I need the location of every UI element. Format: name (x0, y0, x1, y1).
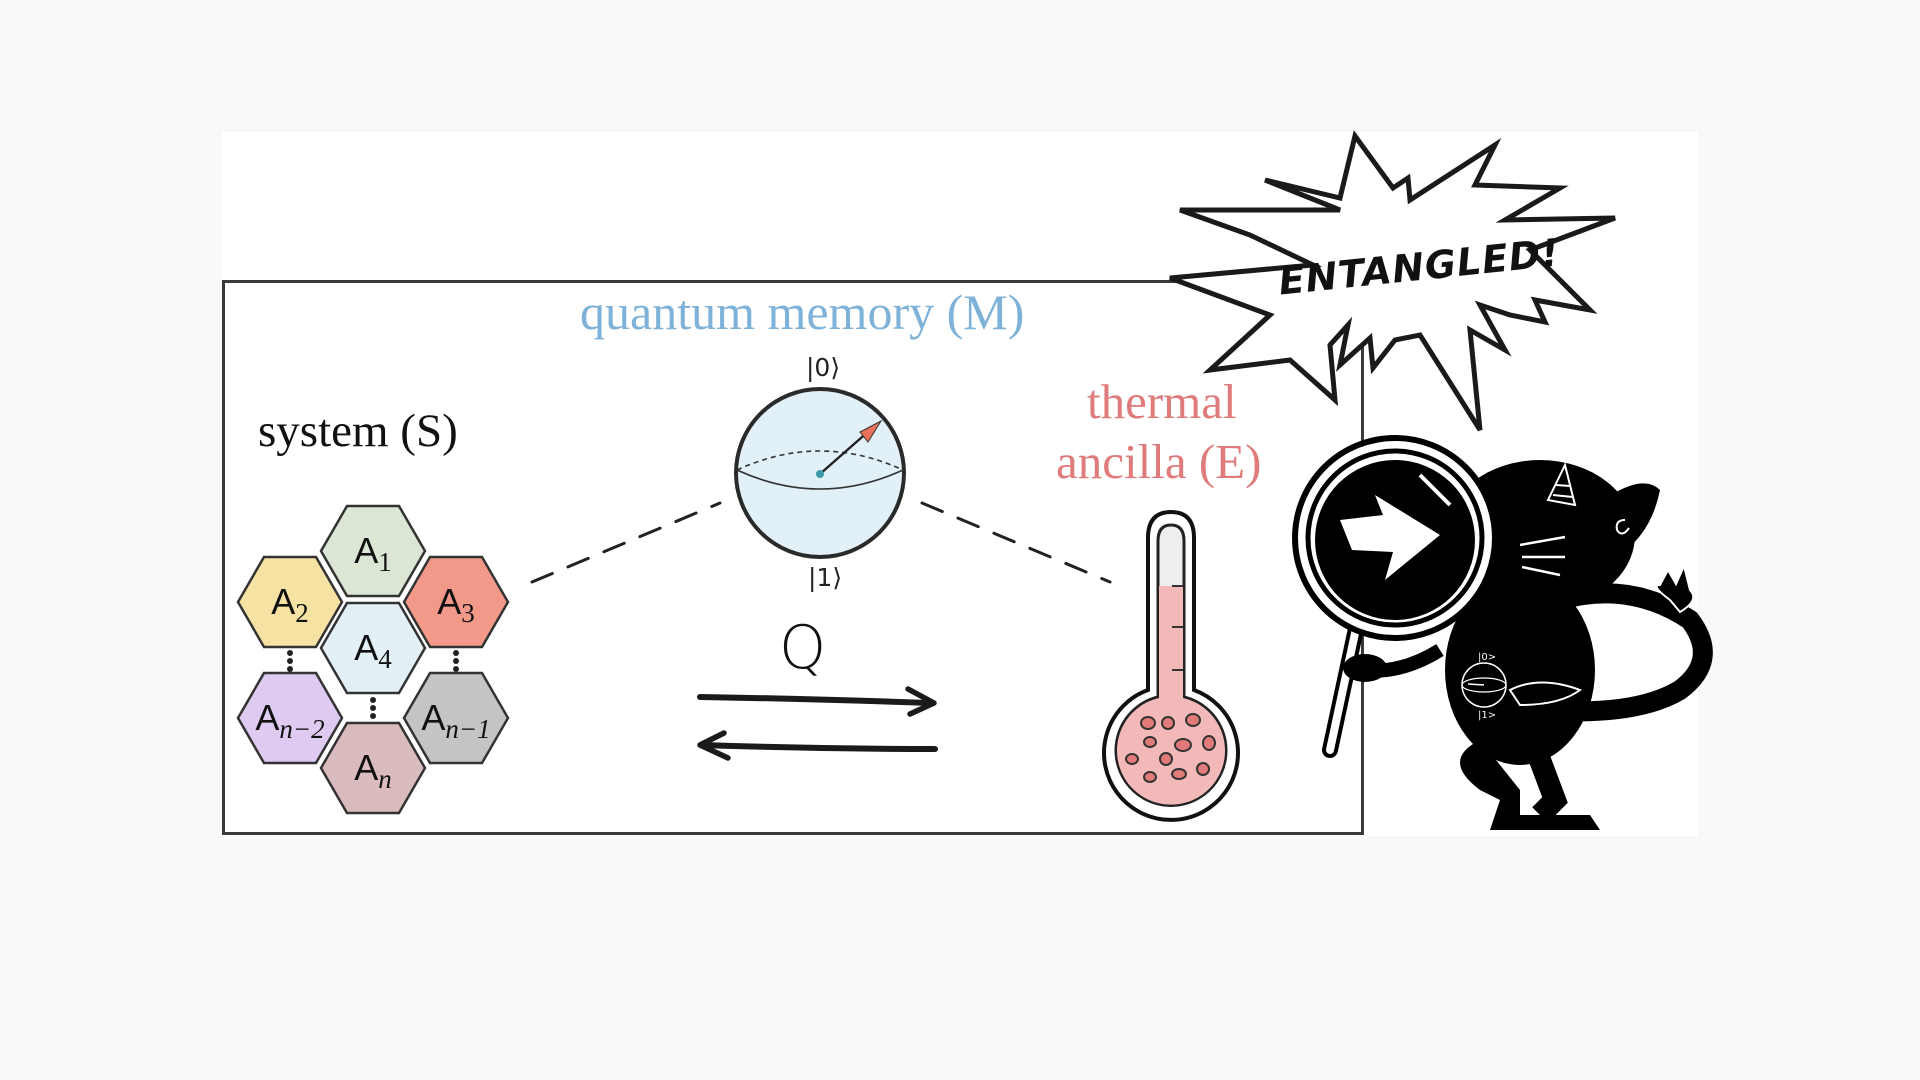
svg-text:An: An (354, 747, 392, 794)
svg-text:A2: A2 (271, 581, 309, 628)
devil-with-magnifying-glass-icon: |0> |1> (1292, 435, 1713, 830)
vertical-ellipsis-center (370, 697, 376, 719)
svg-text:A4: A4 (354, 627, 392, 674)
system-label: system (S) (258, 405, 458, 457)
thermal-ancilla-label-line2: ancilla (E) (1056, 434, 1262, 489)
vertical-ellipsis-right (453, 650, 459, 672)
hex-subscript: 4 (378, 644, 392, 674)
hex-label: A (437, 581, 461, 622)
q-operation-label: Q (779, 613, 827, 683)
hex-subscript: n−2 (279, 714, 324, 744)
hex-subscript: 3 (461, 598, 475, 628)
hexagon-An: An (319, 721, 427, 815)
svg-text:An−1: An−1 (421, 697, 490, 744)
forward-arrow-icon (697, 686, 937, 717)
thermal-particles (1125, 713, 1216, 783)
thermal-ancilla-label-line1: thermal (1087, 374, 1237, 429)
hexagon-An-1: An−1 (402, 671, 510, 765)
bloch-sphere-icon (734, 387, 906, 559)
thermometer-icon (1102, 509, 1240, 822)
backward-arrow-icon (697, 730, 938, 761)
hex-subscript: 1 (378, 547, 392, 577)
hex-subscript: n (378, 764, 392, 794)
hexagon-cluster: A1 A2 A3 A4 An−2 An−1 An (236, 504, 510, 815)
ket-zero-label: |0⟩ (806, 353, 841, 382)
hex-subscript: n−1 (445, 714, 490, 744)
hexagon-An-2: An−2 (236, 671, 344, 765)
starburst-icon (1169, 130, 1616, 432)
hexagon-A1: A1 (319, 504, 427, 598)
hexagon-A2: A2 (236, 555, 344, 649)
hex-label: A (354, 747, 378, 788)
hex-label: A (421, 697, 445, 738)
hex-subscript: 2 (295, 598, 309, 628)
svg-text:A1: A1 (354, 530, 392, 577)
dashed-connector-right (920, 501, 1112, 584)
hex-label: A (354, 627, 378, 668)
hexagon-A4: A4 (319, 601, 427, 695)
svg-text:An−2: An−2 (255, 697, 324, 744)
hex-label: A (271, 581, 295, 622)
hexagon-A3: A3 (402, 555, 510, 649)
hex-label: A (255, 697, 279, 738)
hex-label: A (354, 530, 378, 571)
svg-text:|0>: |0> (1478, 652, 1496, 663)
ket-one-label: |1⟩ (808, 563, 843, 592)
quantum-memory-label: quantum memory (M) (580, 284, 1025, 340)
vertical-ellipsis-left (287, 650, 293, 672)
dashed-connector-left (530, 501, 722, 584)
svg-text:A3: A3 (437, 581, 475, 628)
svg-text:|1>: |1> (1478, 710, 1496, 721)
